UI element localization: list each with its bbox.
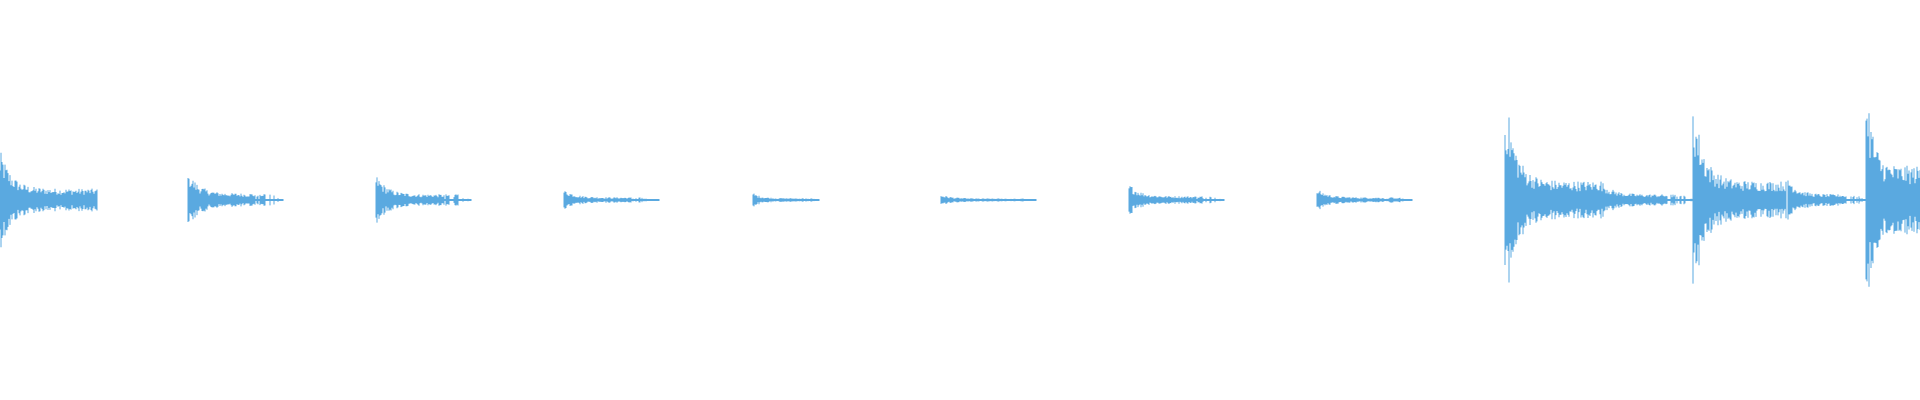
waveform-event-7 <box>1128 186 1225 214</box>
waveform-event-9 <box>1504 117 1599 283</box>
waveform-event-13 <box>1865 113 1920 287</box>
waveform-bars <box>0 113 1920 287</box>
waveform-event-6 <box>940 196 1037 204</box>
waveform-event-4 <box>563 191 660 209</box>
waveform-event-3 <box>375 177 472 223</box>
waveform-event-11 <box>1692 116 1787 284</box>
waveform-event-1 <box>0 152 98 248</box>
waveform-event-10 <box>1598 181 1695 219</box>
waveform-event-8 <box>1316 190 1413 210</box>
waveform-event-5 <box>752 193 820 207</box>
waveform-event-2 <box>187 178 284 222</box>
